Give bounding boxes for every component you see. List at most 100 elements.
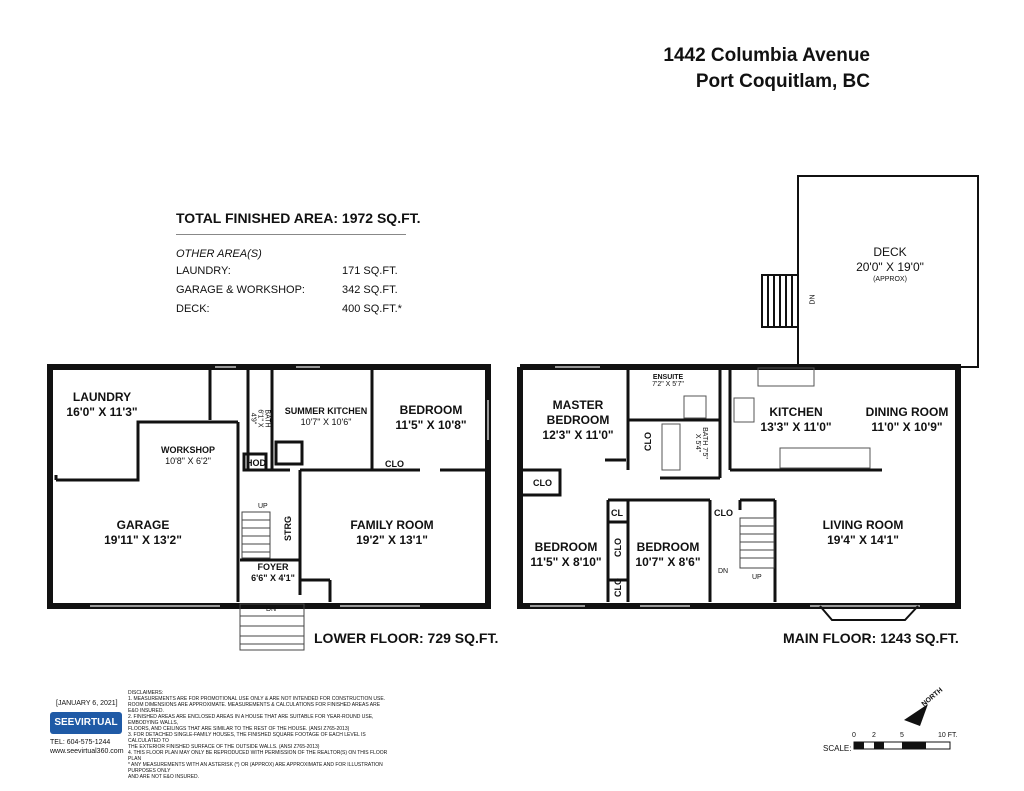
room-master-name1: MASTER — [552, 398, 604, 412]
main-stairs — [739, 517, 775, 569]
room-garage-dims: 19'11" X 13'2" — [104, 533, 182, 547]
room-living-dims: 19'4" X 14'1" — [827, 533, 899, 547]
scale-label: SCALE: — [823, 744, 852, 753]
room-master: MASTER BEDROOM 12'3" X 11'0" — [540, 398, 616, 443]
room-dining-dims: 11'0" X 10'9" — [871, 420, 943, 434]
room-bedroom-lower-dims: 11'5" X 10'8" — [395, 418, 467, 432]
other-areas-heading: OTHER AREA(S) — [176, 248, 262, 260]
room-foyer-name: FOYER — [257, 562, 289, 572]
north-arrow-icon — [904, 704, 928, 726]
label-hod: HOD — [246, 458, 266, 468]
scale-bar — [853, 741, 951, 750]
room-lower-bath: BATH 6'1" X 4'9" — [250, 407, 271, 431]
room-summer-kitchen: SUMMER KITCHEN 10'7" X 10'6" — [280, 406, 372, 428]
room-lower-bath-name: BATH — [263, 409, 271, 428]
lower-floor-interior — [54, 367, 486, 602]
area-laundry-value: 171 SQ.FT. — [342, 265, 398, 277]
label-up-lower: UP — [258, 503, 268, 510]
label-dn-main: DN — [718, 568, 729, 575]
label-dn-deck: DN — [809, 294, 817, 305]
lower-floor-label: LOWER FLOOR: 729 SQ.FT. — [314, 630, 499, 646]
plan-date: [JANUARY 6, 2021] — [56, 700, 118, 707]
room-workshop-name: WORKSHOP — [161, 445, 215, 455]
disclaimers: DISCLAIMERS: 1. MEASUREMENTS ARE FOR PRO… — [128, 690, 388, 780]
room-ensuite-name: ENSUITE — [652, 374, 684, 381]
room-foyer-dims: 6'6" X 4'1" — [251, 573, 295, 583]
label-clo-master: CLO — [533, 478, 552, 488]
room-bedroom3: BEDROOM 10'7" X 8'6" — [630, 540, 706, 570]
scale-tick-5: 5 — [900, 732, 904, 739]
room-deck-dims: 20'0" X 19'0" — [856, 260, 924, 274]
room-living-name: LIVING ROOM — [822, 518, 904, 532]
disclaimer-line: THE EXTERIOR FINISHED SURFACE OF THE OUT… — [128, 744, 320, 750]
company-tel: TEL: 604-575-1244 — [50, 739, 111, 746]
room-workshop-dims: 10'8" X 6'2" — [165, 456, 211, 466]
room-ensuite-dims: 7'2" X 5'7" — [652, 381, 684, 388]
main-floor-interior — [522, 367, 882, 602]
room-summer-kitchen-name: SUMMER KITCHEN — [284, 406, 368, 416]
room-kitchen: KITCHEN 13'3" X 11'0" — [756, 405, 836, 435]
room-lower-bath-dims: 6'1" X 4'9" — [249, 409, 264, 428]
room-master-dims: 12'3" X 11'0" — [542, 428, 614, 442]
disclaimer-line: 3. FOR DETACHED SINGLE-FAMILY HOUSES, TH… — [128, 732, 366, 744]
disclaimer-line: ROOM DIMENSIONS ARE APPROXIMATE. MEASURE… — [128, 702, 381, 714]
area-garage-label: GARAGE & WORKSHOP: — [176, 284, 305, 296]
room-family-dims: 19'2" X 13'1" — [356, 533, 428, 547]
room-dining-name: DINING ROOM — [865, 405, 949, 419]
company-logo-text: SEEVIRTUAL — [54, 717, 118, 728]
room-summer-kitchen-dims: 10'7" X 10'6" — [300, 417, 352, 427]
label-up-main: UP — [752, 574, 762, 581]
room-kitchen-dims: 13'3" X 11'0" — [760, 420, 832, 434]
main-windows — [530, 366, 920, 607]
company-logo: SEEVIRTUAL — [50, 712, 122, 734]
scale-tick-10: 10 FT. — [938, 732, 958, 739]
label-clo-hall: CLO — [643, 432, 653, 451]
room-ensuite: ENSUITE 7'2" X 5'7" — [640, 374, 696, 388]
label-strg: STRG — [283, 515, 294, 542]
room-foyer: FOYER 6'6" X 4'1" — [245, 562, 301, 584]
area-divider — [176, 234, 406, 235]
room-garage: GARAGE 19'11" X 13'2" — [98, 518, 188, 548]
area-deck-value: 400 SQ.FT.* — [342, 303, 402, 315]
room-bedroom-lower-name: BEDROOM — [399, 403, 463, 417]
total-area: TOTAL FINISHED AREA: 1972 SQ.FT. — [176, 210, 421, 226]
room-bedroom3-name: BEDROOM — [636, 540, 700, 554]
bay-window — [819, 605, 919, 621]
room-bedroom3-dims: 10'7" X 8'6" — [635, 555, 701, 569]
room-master-name2: BEDROOM — [546, 413, 610, 427]
disclaimer-line: 2. FINISHED AREAS ARE ENCLOSED AREAS IN … — [128, 714, 374, 726]
label-clo-bed2: CLO — [613, 538, 623, 557]
room-bedroom2-name: BEDROOM — [534, 540, 598, 554]
room-deck-approx: (APPROX) — [873, 276, 907, 283]
area-deck-label: DECK: — [176, 303, 210, 315]
room-laundry-name: LAUNDRY — [72, 390, 132, 404]
room-garage-name: GARAGE — [116, 518, 170, 532]
label-clo-bed3: CLO — [613, 578, 623, 597]
disclaimer-line: 1. MEASUREMENTS ARE FOR PROMOTIONAL USE … — [128, 696, 386, 702]
main-floor-walls — [517, 364, 961, 609]
address-line1: 1442 Columbia Avenue — [663, 45, 870, 66]
room-living: LIVING ROOM 19'4" X 14'1" — [816, 518, 910, 548]
room-family: FAMILY ROOM 19'2" X 13'1" — [342, 518, 442, 548]
address-line2: Port Coquitlam, BC — [695, 71, 870, 92]
label-dn-lower: DN — [266, 606, 277, 613]
disclaimer-line: 4. THIS FLOOR PLAN MAY ONLY BE REPRODUCE… — [128, 750, 388, 762]
lower-windows — [90, 366, 489, 607]
room-workshop: WORKSHOP 10'8" X 6'2" — [155, 445, 221, 467]
room-laundry-dims: 16'0" X 11'3" — [66, 405, 138, 419]
main-floor-label: MAIN FLOOR: 1243 SQ.FT. — [783, 630, 959, 646]
label-clo-stair: CLO — [714, 508, 733, 518]
room-family-name: FAMILY ROOM — [350, 518, 434, 532]
disclaimers-title: DISCLAIMERS: — [128, 690, 164, 696]
room-bedroom-lower: BEDROOM 11'5" X 10'8" — [390, 403, 472, 433]
scale-tick-0: 0 — [852, 732, 856, 739]
area-laundry-label: LAUNDRY: — [176, 265, 231, 277]
disclaimer-line: AND ARE NOT E&O INSURED. — [128, 774, 200, 780]
scale-tick-2: 2 — [872, 732, 876, 739]
kitchen-fixtures — [661, 367, 871, 471]
area-garage-value: 342 SQ.FT. — [342, 284, 398, 296]
room-dining: DINING ROOM 11'0" X 10'9" — [862, 405, 952, 435]
label-cl: CL — [611, 508, 623, 518]
room-laundry: LAUNDRY 16'0" X 11'3" — [62, 390, 142, 420]
